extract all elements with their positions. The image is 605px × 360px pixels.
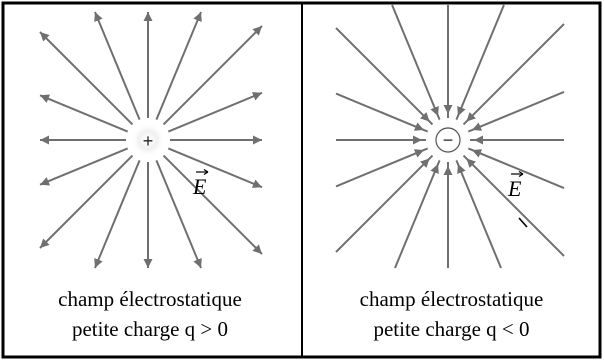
field-arrowhead <box>94 257 103 268</box>
field-line <box>155 159 202 269</box>
caption-line-2: petite charge q > 0 <box>71 317 229 341</box>
field-arrowhead <box>420 112 430 122</box>
field-line <box>39 147 129 186</box>
field-vector-label-left: E <box>192 168 209 199</box>
field-arrowhead <box>40 135 49 145</box>
field-arrowhead <box>443 166 453 175</box>
field-arrowhead <box>40 32 50 42</box>
field-arrowhead <box>40 238 50 248</box>
charge-sign-positive: + <box>143 131 154 151</box>
field-arrowhead <box>251 179 262 188</box>
field-line <box>394 159 441 269</box>
field-arrowhead <box>474 135 483 145</box>
field-arrowhead <box>193 257 202 268</box>
field-line <box>162 25 263 126</box>
field-lines-outward <box>39 11 263 269</box>
field-arrowhead <box>413 149 424 158</box>
caption-line-2: petite charge q < 0 <box>373 317 530 341</box>
field-line <box>391 4 441 121</box>
positive-charge: + <box>131 123 165 157</box>
field-arrowhead <box>143 12 153 21</box>
field-arrowhead <box>413 122 424 131</box>
field-symbol-left: E <box>192 174 207 199</box>
field-line <box>155 11 202 121</box>
field-line <box>335 27 434 126</box>
field-arrowhead <box>457 164 466 175</box>
field-line <box>462 23 565 126</box>
field-arrowhead <box>420 158 430 168</box>
caption-line-1: champ électrostatique <box>58 287 242 311</box>
field-arrowhead <box>253 135 262 145</box>
caption-positive: champ électrostatique petite charge q > … <box>0 284 300 344</box>
field-arrowhead <box>251 92 262 101</box>
caption-negative: champ électrostatique petite charge q < … <box>303 284 600 344</box>
field-line <box>39 154 134 249</box>
negative-charge: − <box>430 122 466 158</box>
field-line <box>335 92 429 133</box>
field-arrowhead <box>413 135 422 145</box>
field-arrowhead <box>457 105 466 116</box>
charge-sign-negative: − <box>443 130 454 150</box>
field-line <box>162 154 263 255</box>
field-line <box>94 11 141 121</box>
caption-line-1: champ électrostatique <box>359 287 544 311</box>
field-line <box>167 147 263 189</box>
field-arrowhead <box>40 177 51 186</box>
field-arrowhead <box>472 122 483 131</box>
field-arrowhead <box>430 105 439 116</box>
field-arrowhead <box>430 164 439 175</box>
field-line <box>467 147 565 189</box>
vector-arrow-head <box>518 170 524 178</box>
field-line <box>455 159 502 269</box>
field-vector-label-right: E <box>507 170 528 228</box>
field-line <box>335 147 429 188</box>
field-line <box>167 91 263 133</box>
field-arrowhead <box>94 12 103 23</box>
field-symbol-right: E <box>507 176 522 201</box>
small-tick-mark <box>518 217 528 228</box>
field-line <box>39 94 129 133</box>
field-line <box>455 4 505 121</box>
field-arrowhead <box>252 26 262 36</box>
field-lines-inward <box>335 4 565 269</box>
field-line <box>467 91 565 133</box>
field-line <box>462 154 565 257</box>
field-arrowhead <box>466 158 476 168</box>
field-line <box>335 154 434 253</box>
field-arrowhead <box>40 94 51 103</box>
field-arrowhead <box>443 105 453 114</box>
field-arrowhead <box>252 244 262 254</box>
field-arrowhead <box>143 259 153 268</box>
field-arrowhead <box>472 149 483 158</box>
field-arrowhead <box>466 112 476 122</box>
field-arrowhead <box>193 12 202 23</box>
vector-arrow-head <box>203 168 209 176</box>
field-line <box>94 159 141 269</box>
field-line <box>39 31 134 126</box>
